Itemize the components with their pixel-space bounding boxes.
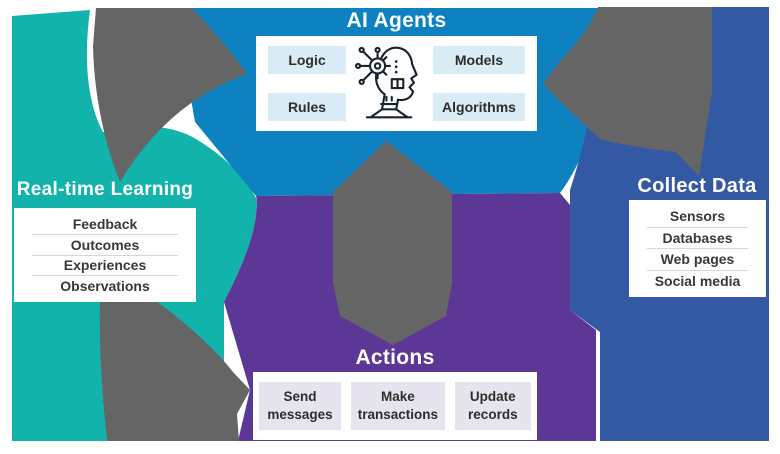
make-transactions-chip: Make transactions — [351, 382, 445, 430]
flow-arrow-learning-to-agents — [93, 8, 247, 182]
realtime-learning-title: Real-time Learning — [16, 179, 194, 200]
ai-agents-title: AI Agents — [346, 9, 447, 32]
list-item: Outcomes — [32, 235, 178, 256]
models-chip: Models — [433, 46, 525, 74]
update-records-chip: Update records — [454, 382, 531, 430]
ai-chip-column-right: Models Algorithms — [433, 46, 525, 121]
ai-agents-card: Logic Rules — [256, 36, 537, 131]
rules-chip: Rules — [268, 93, 346, 121]
actions-title: Actions — [355, 346, 435, 369]
actions-card: Send messages Make transactions Update r… — [253, 372, 537, 440]
list-item: Feedback — [32, 214, 178, 235]
send-messages-chip: Send messages — [259, 382, 342, 430]
realtime-learning-card: Feedback Outcomes Experiences Observatio… — [14, 208, 196, 302]
list-item: Sensors — [647, 206, 748, 228]
collect-data-card: Sensors Databases Web pages Social media — [629, 200, 766, 297]
collect-data-title: Collect Data — [637, 175, 757, 197]
list-item: Databases — [647, 228, 748, 249]
flow-arrow-agents-to-actions — [333, 141, 452, 345]
ai-processor-head-icon — [354, 42, 426, 125]
logic-chip: Logic — [268, 46, 346, 74]
ai-chip-column-left: Logic Rules — [268, 46, 346, 121]
list-item: Experiences — [32, 256, 178, 277]
list-item: Social media — [654, 272, 741, 289]
list-item: Observations — [60, 278, 150, 295]
flow-arrow-actions-to-learning — [99, 301, 250, 441]
list-item: Web pages — [647, 249, 748, 271]
algorithms-chip: Algorithms — [433, 93, 525, 121]
flow-arrow-agents-to-collect-data — [543, 7, 712, 176]
